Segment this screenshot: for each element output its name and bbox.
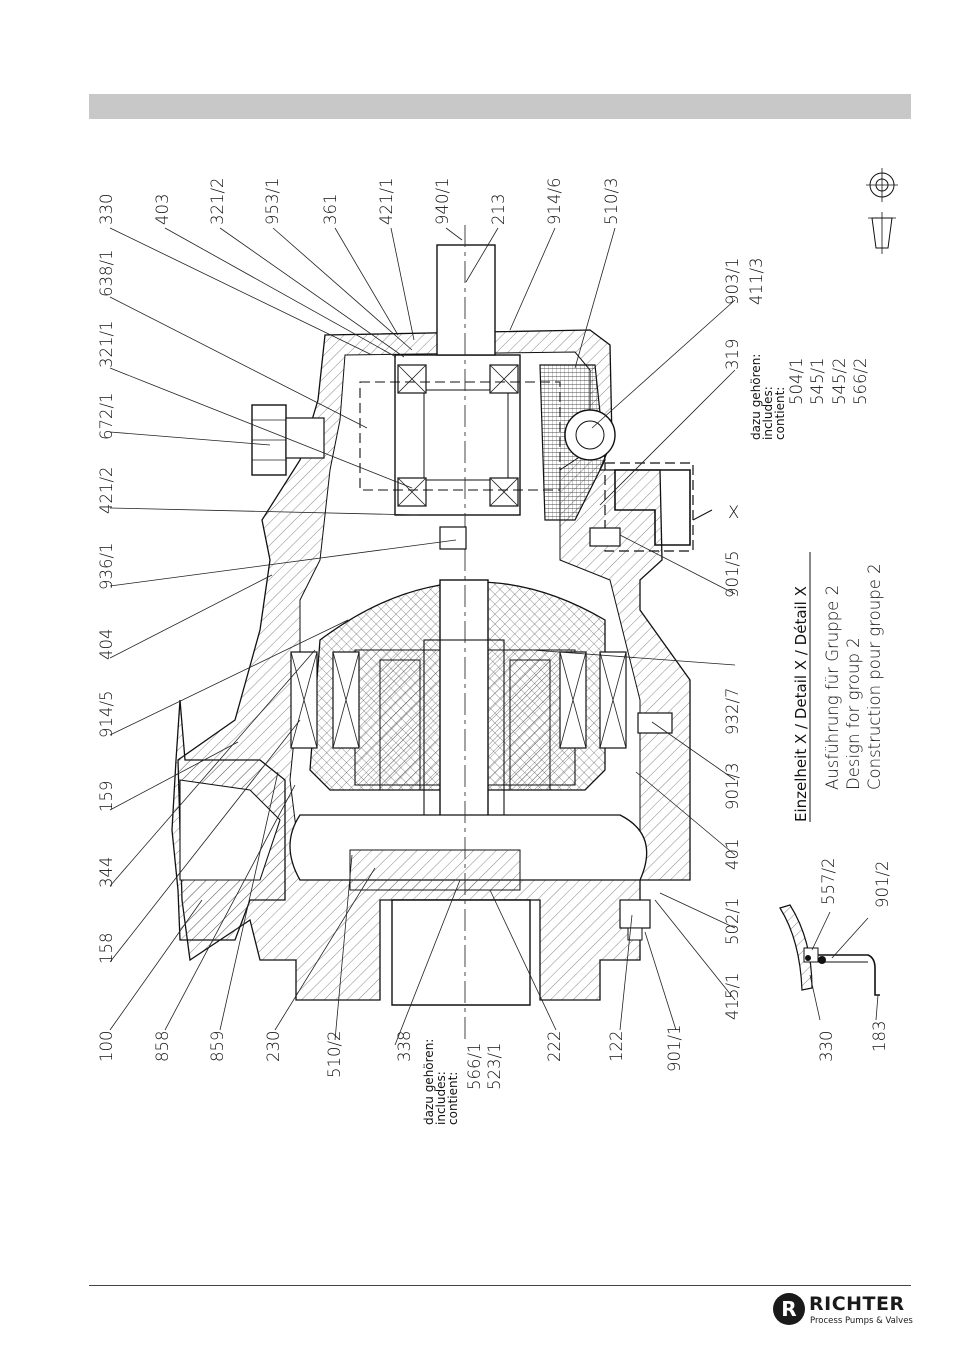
footer-rule bbox=[89, 1285, 911, 1286]
includes-1-item: 545/1 bbox=[808, 357, 827, 405]
label-858: 858 bbox=[153, 1031, 172, 1063]
detail-x-marker: X bbox=[692, 503, 739, 522]
label-411-3: 411/3 bbox=[747, 257, 766, 305]
richter-logo: R RICHTER Process Pumps & Valves bbox=[773, 1291, 913, 1331]
includes-2-heading-de: dazu gehören: bbox=[422, 1039, 436, 1125]
label-344: 344 bbox=[97, 857, 116, 889]
label-936-1: 936/1 bbox=[97, 542, 116, 590]
includes-1-heading-en: includes: bbox=[761, 386, 775, 440]
detail-title: Einzelheit X / Detail X / Détail X bbox=[792, 586, 810, 822]
label-421-2: 421/2 bbox=[97, 466, 116, 514]
label-159: 159 bbox=[97, 781, 116, 813]
label-638-1: 638/1 bbox=[97, 249, 116, 297]
label-361: 361 bbox=[321, 194, 340, 226]
label-338: 338 bbox=[395, 1031, 414, 1063]
includes-2-item: 523/1 bbox=[485, 1042, 504, 1090]
label-213: 213 bbox=[489, 194, 508, 226]
includes-2-item: 566/1 bbox=[465, 1042, 484, 1090]
label-403: 403 bbox=[153, 194, 172, 226]
magnets bbox=[290, 651, 627, 791]
pump-body bbox=[171, 225, 694, 1040]
detail-label-183: 183 bbox=[870, 1021, 889, 1053]
includes-2-heading-fr: contient: bbox=[446, 1072, 460, 1125]
label-953-1: 953/1 bbox=[263, 177, 282, 225]
label-100: 100 bbox=[97, 1031, 116, 1063]
includes-1-item: 504/1 bbox=[787, 357, 806, 405]
label-901-5: 901/5 bbox=[723, 550, 742, 598]
detail-line-en: Design for group 2 bbox=[844, 637, 863, 790]
detail-line-fr: Construction pour groupe 2 bbox=[865, 563, 884, 790]
part-labels-right: 903/1 411/3 319 901/5 932/7 901/3 401 50… bbox=[723, 257, 766, 1020]
label-914-6: 914/6 bbox=[545, 177, 564, 225]
detail-label-557-2: 557/2 bbox=[819, 857, 838, 905]
label-404: 404 bbox=[97, 629, 116, 661]
includes-1-item: 545/2 bbox=[830, 357, 849, 405]
detail-label-901-2: 901/2 bbox=[873, 860, 892, 908]
label-901-1: 901/1 bbox=[665, 1024, 684, 1072]
label-415-1: 415/1 bbox=[723, 972, 742, 1020]
label-859: 859 bbox=[208, 1031, 227, 1063]
part-labels-top: 330 403 321/2 953/1 361 421/1 940/1 213 … bbox=[97, 177, 621, 225]
leader-lines bbox=[109, 227, 736, 1046]
part-labels-left: 638/1 321/1 672/1 421/2 936/1 404 914/5 … bbox=[97, 249, 684, 1078]
label-321-2: 321/2 bbox=[208, 177, 227, 225]
label-401: 401 bbox=[723, 839, 742, 871]
label-158: 158 bbox=[97, 933, 116, 965]
includes-block-2: dazu gehören: includes: contient: 566/1 … bbox=[422, 1039, 504, 1125]
label-932-7: 932/7 bbox=[723, 687, 742, 735]
label-672-1: 672/1 bbox=[97, 392, 116, 440]
label-319: 319 bbox=[723, 339, 742, 371]
includes-1-item: 566/2 bbox=[851, 357, 870, 405]
logo-mark: R bbox=[773, 1293, 805, 1325]
logo-tagline: Process Pumps & Valves bbox=[810, 1316, 913, 1326]
label-122: 122 bbox=[607, 1031, 626, 1063]
label-421-1: 421/1 bbox=[377, 177, 396, 225]
includes-1-heading-fr: contient: bbox=[773, 387, 787, 440]
label-903-1: 903/1 bbox=[723, 257, 742, 305]
label-901-3: 901/3 bbox=[723, 762, 742, 810]
label-222: 222 bbox=[545, 1031, 564, 1063]
header-bar bbox=[89, 94, 911, 119]
label-502-1: 502/1 bbox=[723, 897, 742, 945]
label-330: 330 bbox=[97, 194, 116, 226]
detail-x-caption: Einzelheit X / Detail X / Détail X Ausfü… bbox=[792, 552, 884, 822]
detail-label-330: 330 bbox=[817, 1031, 836, 1063]
logo-name: RICHTER bbox=[809, 1293, 905, 1315]
label-230: 230 bbox=[264, 1031, 283, 1063]
label-914-5: 914/5 bbox=[97, 690, 116, 738]
bearings bbox=[397, 364, 519, 507]
bolts bbox=[439, 526, 673, 941]
includes-1-heading-de: dazu gehören: bbox=[749, 354, 763, 440]
label-510-3: 510/3 bbox=[602, 177, 621, 225]
projection-symbol bbox=[866, 168, 898, 254]
label-321-1: 321/1 bbox=[97, 320, 116, 368]
detail-x-drawing: 557/2 901/2 330 183 bbox=[779, 857, 892, 1063]
label-510-2: 510/2 bbox=[325, 1030, 344, 1078]
detail-line-de: Ausführung für Gruppe 2 bbox=[823, 585, 842, 790]
includes-block-1: dazu gehören: includes: contient: 504/1 … bbox=[749, 354, 870, 440]
includes-2-heading-en: includes: bbox=[434, 1071, 448, 1125]
detail-marker-x: X bbox=[728, 503, 739, 522]
label-940-1: 940/1 bbox=[433, 177, 452, 225]
